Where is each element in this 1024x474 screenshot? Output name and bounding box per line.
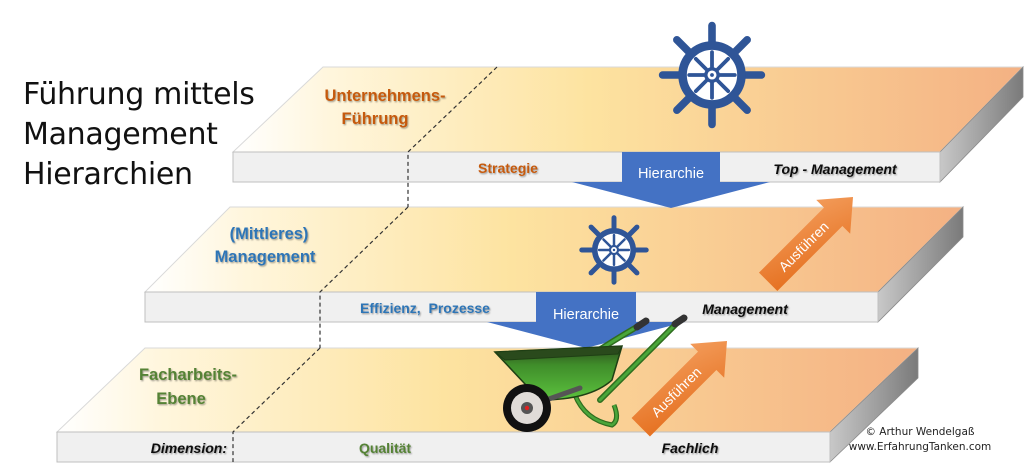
bottom-level-name-line2: Ebene — [156, 390, 206, 408]
top-role-label: Top - Management — [773, 161, 897, 177]
middle-role-label: Management — [702, 301, 789, 317]
top-level-name-line2: Führung — [342, 110, 409, 128]
middle-level-name-line2: Management — [215, 248, 316, 266]
credit-author: © Arthur Wendelgaß — [865, 426, 975, 438]
page-title-line-3: Hierarchien — [23, 157, 193, 192]
top-level-name-line1: Unternehmens- — [324, 87, 445, 105]
page-title-line-1: Führung mittels — [23, 77, 255, 112]
middle-hierarchy-label: Hierarchie — [553, 307, 619, 323]
middle-hierarchy-arrow: Hierarchie — [487, 292, 685, 348]
ship-helm-icon — [663, 26, 762, 125]
bottom-level-name-line1: Facharbeits- — [139, 366, 237, 384]
top-hierarchy-label: Hierarchie — [638, 166, 704, 182]
bottom-dimension-value: Qualität — [359, 440, 411, 456]
credit-website: www.ErfahrungTanken.com — [848, 441, 992, 453]
bottom-role-label: Fachlich — [662, 440, 719, 456]
slab-middle — [143, 206, 965, 323]
bottom-dimension-label: Dimension: — [151, 440, 227, 456]
top-dimension-value: Strategie — [478, 160, 538, 176]
wheelbarrow-icon — [493, 314, 688, 432]
middle-dimension-value: Effizienz, Prozesse — [360, 300, 490, 316]
dimension-divider — [232, 66, 498, 462]
slab-top-front — [232, 151, 941, 183]
slab-bottom-front — [56, 431, 831, 463]
ship-helm-icon — [582, 218, 646, 282]
slab-middle-front — [144, 291, 879, 323]
top-hierarchy-arrow: Hierarchie — [572, 152, 770, 208]
middle-level-name-line1: (Mittleres) — [230, 225, 309, 243]
page-title-line-2: Management — [23, 117, 218, 152]
